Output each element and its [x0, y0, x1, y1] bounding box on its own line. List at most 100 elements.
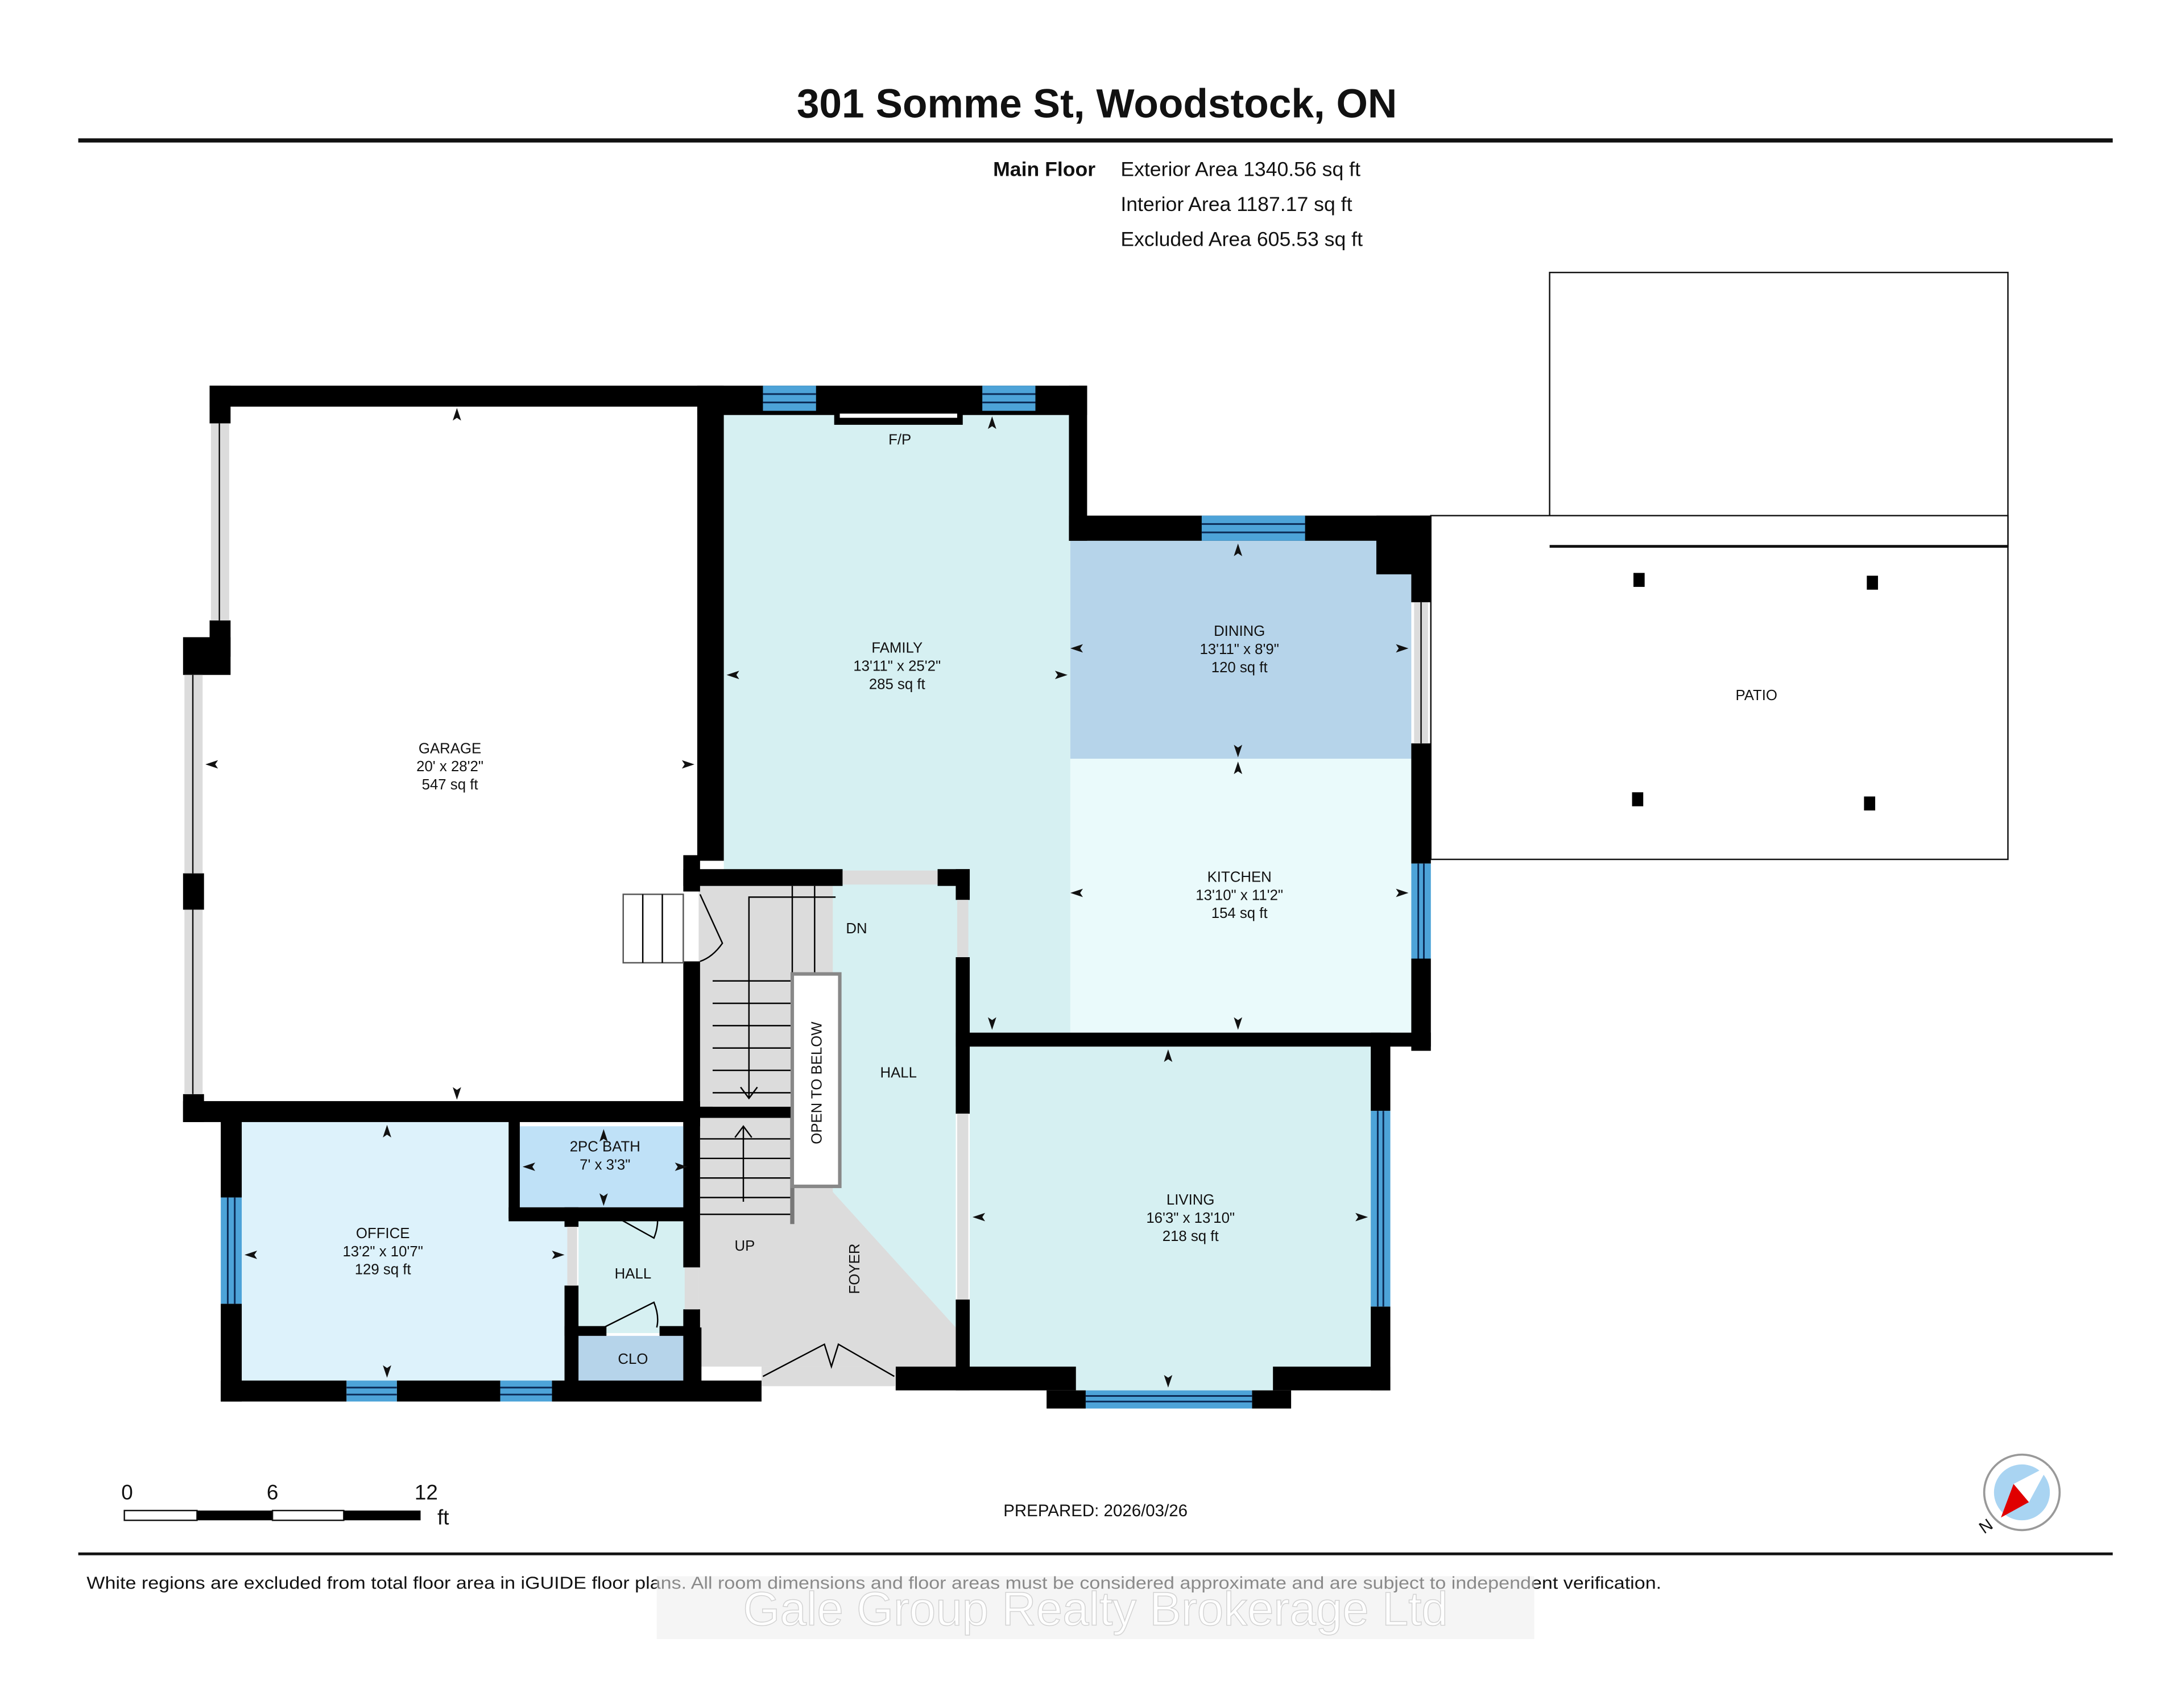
floor-label: Main Floor	[993, 158, 1095, 181]
room-name: OFFICE	[356, 1226, 410, 1242]
room-label-hall-small: HALL	[615, 1266, 651, 1282]
room-label-kitchen: KITCHEN 13'10" x 11'2" 154 sq ft	[1196, 869, 1283, 921]
scale-bar: 0 6 12 ft	[121, 1480, 449, 1529]
room-area: 285 sq ft	[869, 676, 925, 692]
fireplace-hearth	[839, 413, 957, 418]
compass-north-label: N	[1976, 1515, 1996, 1537]
wall	[183, 637, 231, 675]
patio-upper-area	[1549, 271, 2009, 547]
room-label-hall-main: HALL	[880, 1065, 916, 1081]
window	[1411, 863, 1431, 959]
windows	[221, 386, 1431, 1409]
room-living[interactable]	[970, 1046, 1371, 1391]
room-dims: 20' x 28'2"	[416, 759, 483, 775]
interior-area: Interior Area 1187.17 sq ft	[1120, 193, 1352, 216]
window	[1085, 1390, 1252, 1409]
wall	[956, 1032, 1431, 1047]
scale-segment	[197, 1510, 273, 1521]
wall	[1069, 386, 1087, 541]
room-hall-main[interactable]	[833, 884, 956, 1328]
wall	[209, 386, 231, 424]
room-label-closet: CLO	[618, 1351, 648, 1367]
room-area: 120 sq ft	[1211, 660, 1268, 676]
open-to-below	[790, 972, 842, 1189]
opening	[957, 1114, 969, 1300]
room-label-dining: DINING 13'11" x 8'9" 120 sq ft	[1199, 623, 1279, 676]
wall	[659, 1326, 696, 1336]
fireplace-label: F/P	[888, 432, 911, 448]
room-label-garage: GARAGE 20' x 28'2" 547 sq ft	[416, 740, 483, 793]
patio-post	[1632, 792, 1644, 806]
scale-tick-6: 6	[267, 1480, 278, 1504]
wall	[564, 1207, 579, 1227]
wall	[937, 869, 970, 886]
wall	[956, 957, 970, 1114]
patio-post	[1633, 573, 1645, 587]
door-swing	[603, 1209, 659, 1239]
window	[500, 1380, 552, 1402]
scale-segment	[123, 1509, 198, 1521]
stairs-up-label: UP	[735, 1238, 755, 1254]
patio-post	[1864, 796, 1876, 811]
room-2pc-bath[interactable]	[519, 1126, 690, 1207]
room-hall-small[interactable]	[578, 1221, 688, 1333]
room-label-foyer: FOYER	[847, 1244, 863, 1294]
wall	[564, 1285, 579, 1397]
wall	[396, 1380, 500, 1402]
exterior-area: Exterior Area 1340.56 sq ft	[1120, 158, 1360, 181]
wall	[564, 1326, 607, 1336]
wall	[552, 1380, 762, 1402]
window	[982, 386, 1036, 411]
wall	[183, 873, 204, 910]
room-name: DINING	[1214, 623, 1265, 639]
front-door-opening	[761, 1366, 896, 1387]
patio-edge	[1549, 545, 2008, 548]
wall	[1411, 743, 1431, 864]
openings	[184, 423, 1428, 1387]
room-name: GARAGE	[419, 740, 481, 756]
stairs	[622, 886, 842, 1224]
dimension-arrows	[205, 408, 1409, 1388]
wall	[683, 869, 843, 886]
compass-icon: N	[1976, 1453, 2061, 1537]
watermark-backdrop	[656, 1576, 1534, 1640]
window	[221, 1197, 242, 1304]
room-dining[interactable]	[1070, 540, 1412, 759]
opening	[684, 1267, 699, 1310]
walls	[183, 386, 1431, 1409]
opening	[957, 900, 969, 958]
room-area: 129 sq ft	[355, 1262, 411, 1278]
room-garage[interactable]	[202, 405, 697, 1102]
window	[1371, 1111, 1391, 1307]
room-name: KITCHEN	[1207, 869, 1272, 885]
wall	[183, 1101, 700, 1122]
wall	[697, 386, 724, 861]
room-dims: 7' x 3'3"	[580, 1157, 630, 1173]
scale-unit: ft	[437, 1506, 449, 1529]
wall	[1371, 1032, 1391, 1111]
patio-area	[1430, 515, 2009, 860]
room-area: 547 sq ft	[422, 777, 478, 793]
wall	[690, 1327, 702, 1384]
room-closet[interactable]	[576, 1335, 690, 1381]
wall	[683, 961, 700, 1127]
wall	[508, 1207, 696, 1222]
room-dims: 13'2" x 10'7"	[342, 1244, 423, 1260]
watermark: Gale Group Realty Brokerage Ltd	[743, 1582, 1447, 1635]
wall	[221, 1111, 242, 1198]
garage-entry-door	[699, 893, 723, 962]
room-name: FAMILY	[871, 640, 923, 656]
patio-label: PATIO	[1735, 688, 1777, 704]
room-area: 154 sq ft	[1211, 905, 1268, 921]
room-office[interactable]	[242, 1122, 568, 1381]
patio-post	[1867, 576, 1878, 590]
wall	[1411, 515, 1431, 602]
page-title: 301 Somme St, Woodstock, ON	[797, 81, 1397, 126]
window	[1201, 515, 1305, 541]
wall	[1046, 1390, 1086, 1409]
patio: PATIO	[1430, 271, 2009, 860]
footer-divider	[78, 1552, 2113, 1555]
opening	[567, 1227, 577, 1286]
opening	[842, 870, 938, 885]
room-kitchen[interactable]	[1070, 759, 1412, 1033]
